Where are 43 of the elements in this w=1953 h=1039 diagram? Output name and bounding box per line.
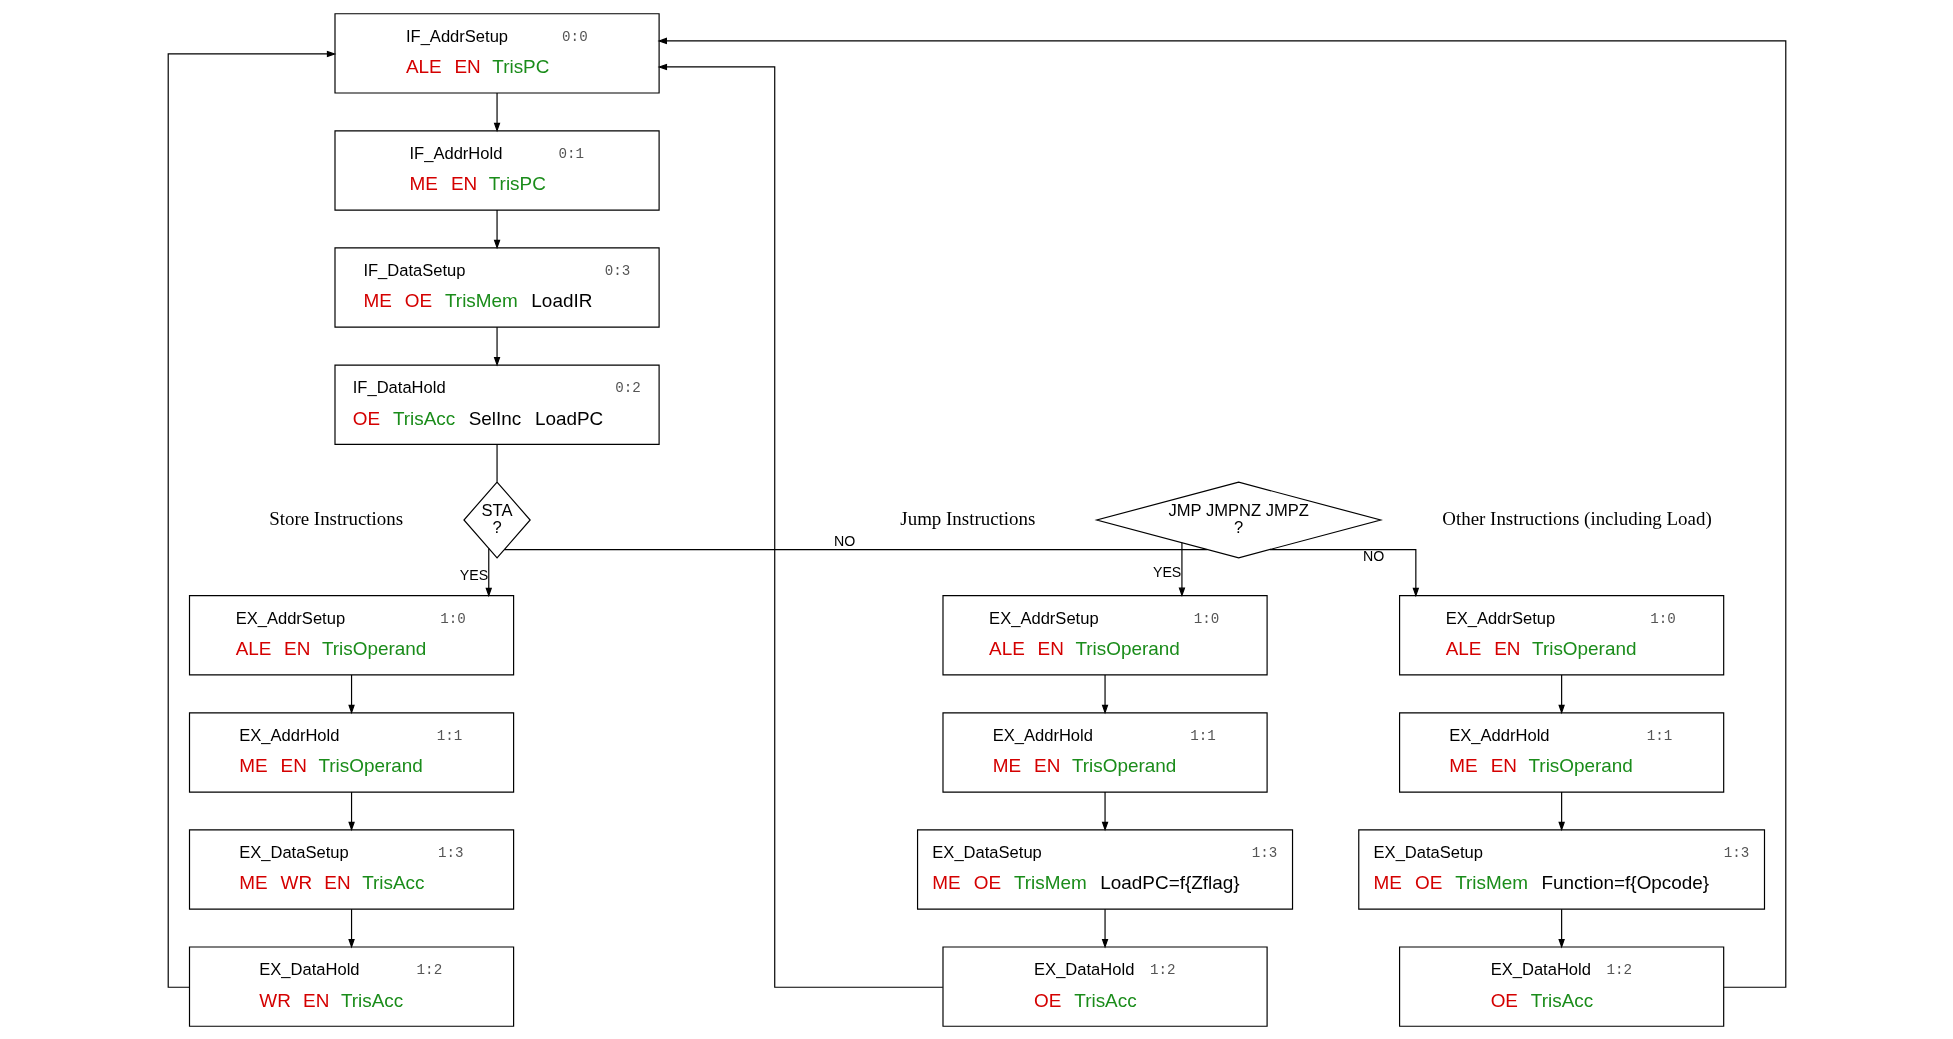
arrow	[347, 673, 355, 714]
node-box: IF_DataSetup 0:3 ME OE TrisMem LoadIR	[333, 246, 660, 328]
node-box: EX_DataSetup 1:3 ME OE TrisMem LoadPC=f{Zflag}	[916, 828, 1293, 910]
node-box: IF_AddrSetup 0:0 ALE EN TrisPC	[333, 12, 660, 94]
edge-label: NO	[1362, 547, 1384, 564]
node-box: EX_AddrHold 1:1 ME EN TrisOperand	[1398, 711, 1724, 793]
arrow	[1101, 791, 1108, 831]
arrow	[1101, 673, 1108, 714]
arrow	[493, 91, 500, 132]
arrow	[1268, 548, 1419, 597]
arrow	[1557, 673, 1565, 714]
node-box: EX_DataSetup 1:3 ME OE TrisMem Function=f{Opcode}	[1357, 828, 1765, 910]
node-box: EX_DataHold 1:2 OE TrisAcc	[941, 945, 1268, 1027]
node-box: EX_AddrHold 1:1 ME EN TrisOperand	[188, 711, 514, 793]
node-box: EX_DataHold 1:2 OE TrisAcc	[1398, 945, 1724, 1027]
arrow	[657, 37, 1786, 988]
label: Other Instructions (including Load)	[1441, 506, 1712, 528]
node-box: EX_AddrSetup 1:0 ALE EN TrisOperand	[1398, 594, 1724, 676]
arrow	[1101, 908, 1108, 948]
arrow	[347, 791, 355, 831]
label: Store Instructions	[268, 506, 403, 528]
arrow	[347, 908, 355, 948]
arrow	[1557, 908, 1565, 948]
arrow	[493, 209, 500, 249]
connector	[495, 443, 498, 482]
arrow	[1178, 541, 1185, 597]
edge-label: YES	[1152, 563, 1181, 580]
node-diamond: STA ?	[462, 480, 531, 559]
arrow	[493, 326, 500, 366]
edge-label: NO	[833, 532, 855, 549]
label: Jump Instructions	[899, 506, 1035, 528]
node-box: EX_AddrHold 1:1 ME EN TrisOperand	[941, 711, 1268, 793]
arrow	[657, 63, 943, 988]
node-box: IF_AddrHold 0:1 ME EN TrisPC	[333, 129, 660, 211]
node-box: EX_AddrSetup 1:0 ALE EN TrisOperand	[941, 594, 1268, 676]
node-box: EX_DataSetup 1:3 ME WR EN TrisAcc	[188, 828, 514, 910]
node-box: EX_DataHold 1:2 WR EN TrisAcc	[188, 945, 514, 1027]
arrow	[1557, 791, 1565, 831]
node-box: IF_DataHold 0:2 OE TrisAcc SelInc LoadPC	[333, 363, 660, 445]
connector	[503, 548, 1208, 550]
edge-label: YES	[459, 566, 488, 583]
node-box: EX_AddrSetup 1:0 ALE EN TrisOperand	[188, 594, 514, 676]
arrow	[484, 547, 492, 597]
